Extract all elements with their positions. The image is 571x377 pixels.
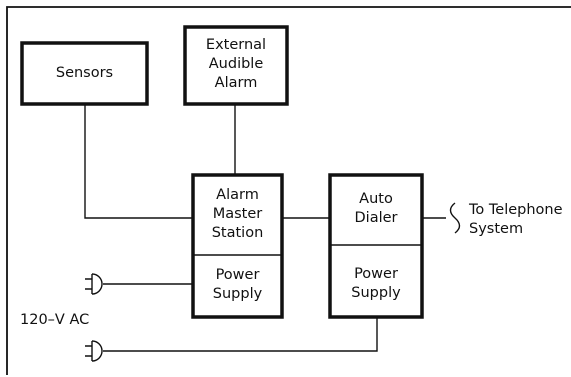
sensors-label: Sensors: [55, 65, 114, 81]
auto-dialer-label: Auto Dialer: [354, 191, 398, 226]
connector-plug-to-dialer-power: [103, 318, 378, 352]
alarm-master-station-label: Alarm Master Station: [211, 187, 264, 241]
frame-border: [6, 6, 571, 375]
sensors-box: [20, 41, 149, 106]
external-alarm-label: External Audible Alarm: [205, 37, 267, 91]
external-alarm-box: [183, 25, 289, 106]
auto-dialer-box: [328, 173, 424, 319]
telephone-line-break-icon: [449, 202, 461, 234]
alarm-master-station-box: [191, 173, 284, 319]
to-telephone-system-label: To Telephone System: [469, 202, 563, 237]
dialer-power-supply-label: Power Supply: [351, 266, 401, 301]
connector-sensors-to-master: [84, 105, 193, 219]
ac-plug-icon: [85, 273, 103, 295]
master-power-supply-label: Power Supply: [212, 267, 263, 302]
ac-input-label: 120–V AC: [20, 312, 90, 328]
ac-plug-icon: [85, 340, 103, 362]
